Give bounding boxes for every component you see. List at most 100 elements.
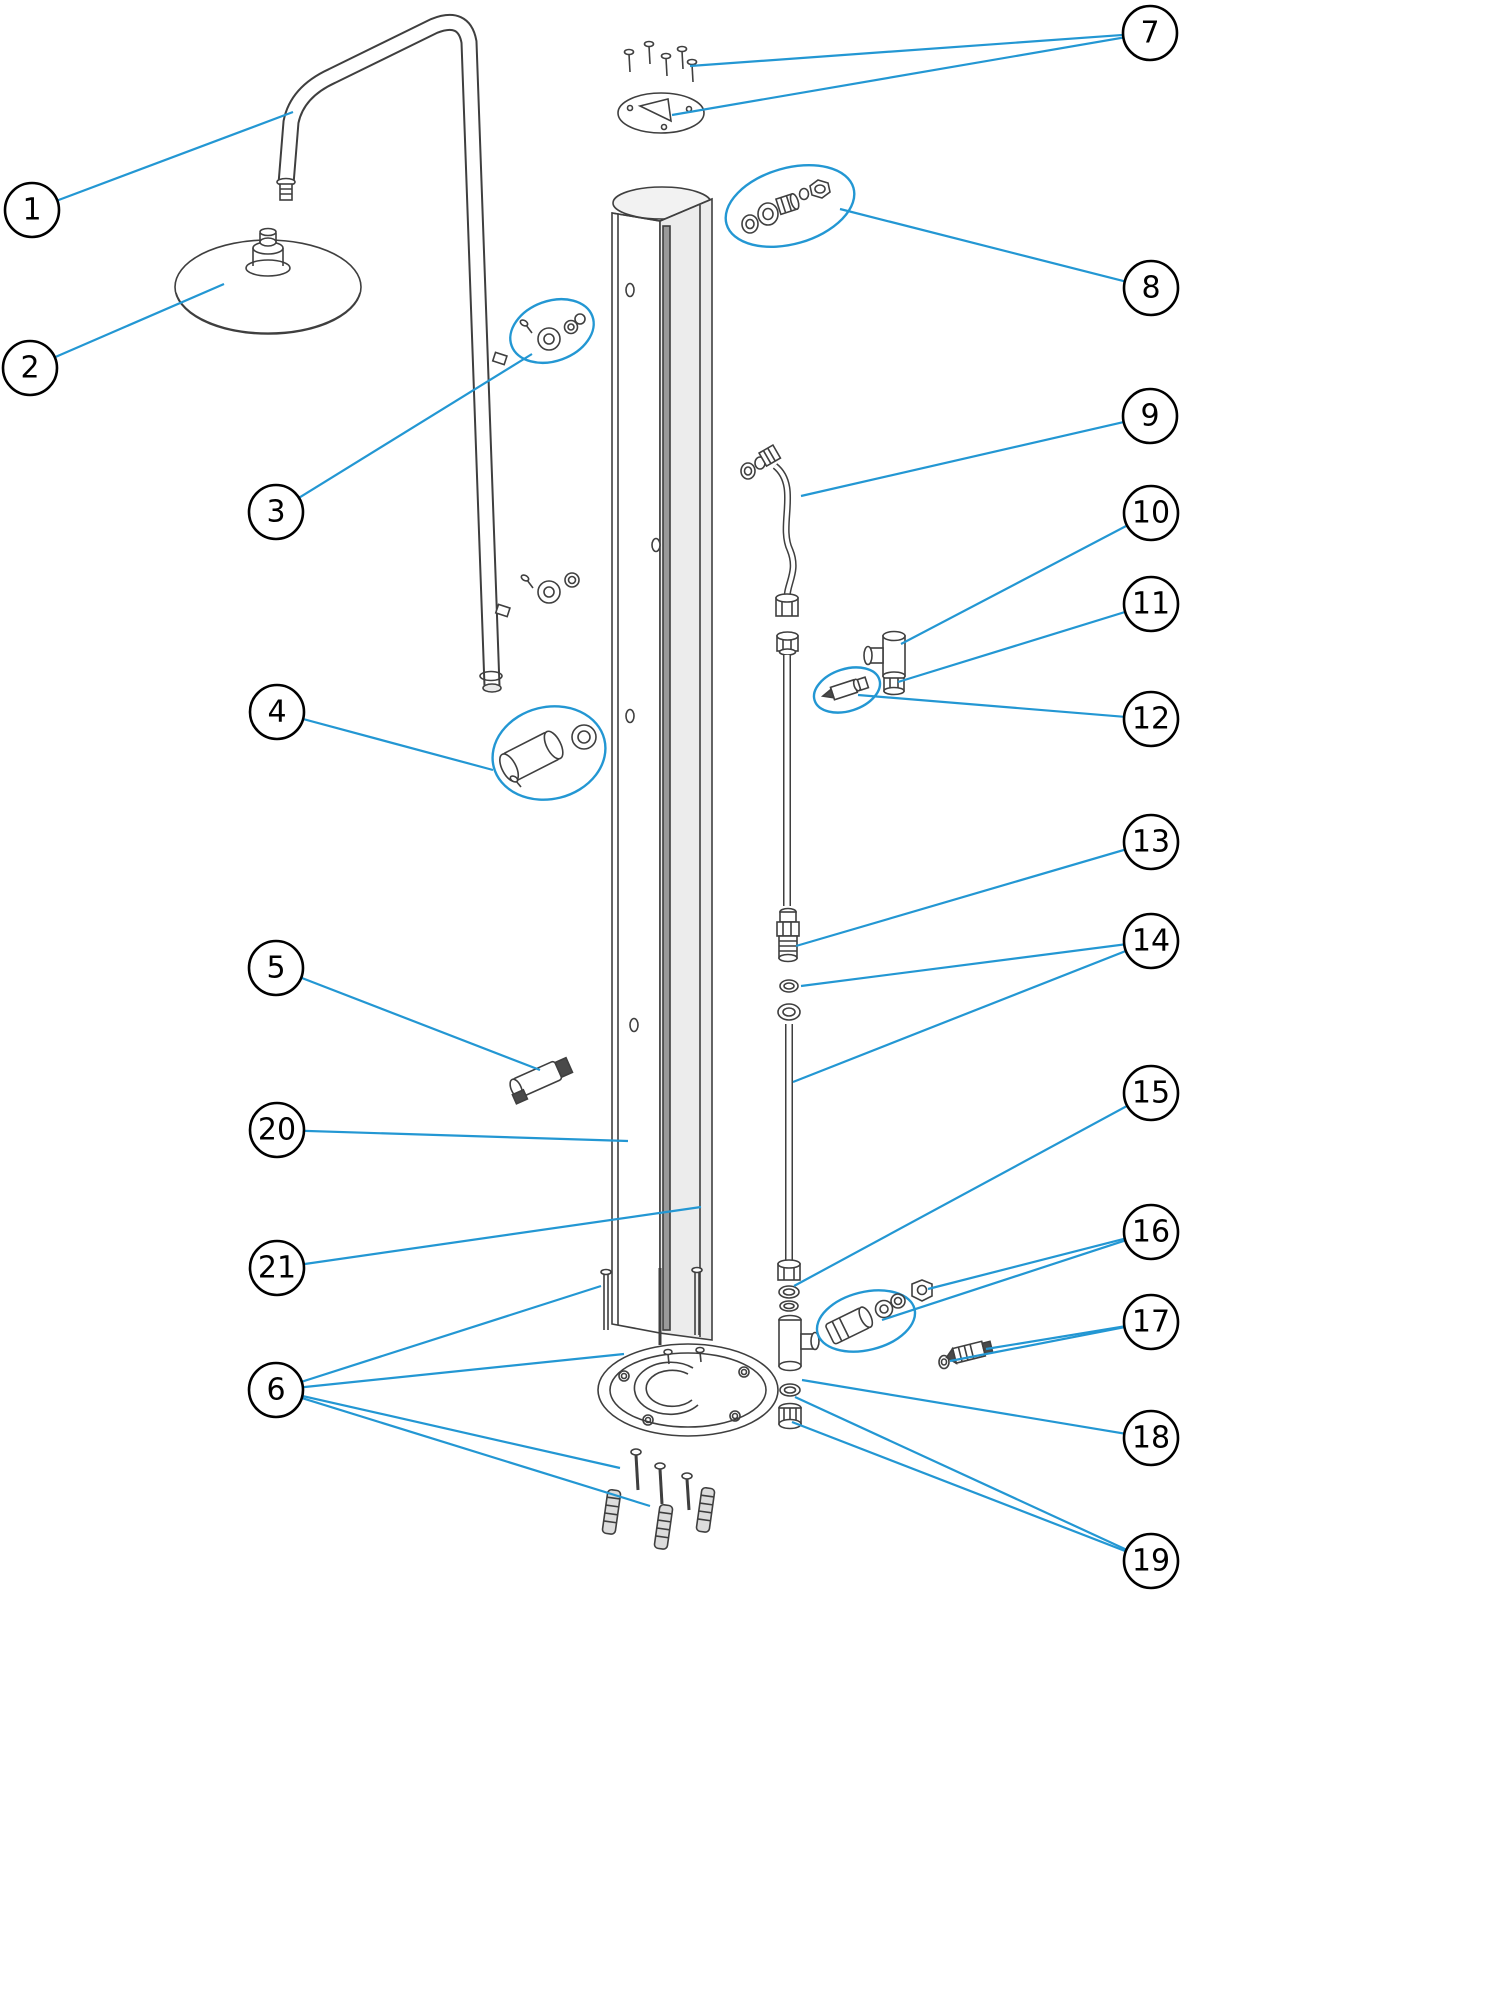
base-plate bbox=[597, 1343, 779, 1437]
valve-group-12 bbox=[812, 666, 882, 714]
tube-assembly bbox=[776, 631, 820, 1430]
callout-label-16: 16 bbox=[1132, 1215, 1170, 1250]
leader-line-8 bbox=[839, 207, 1152, 290]
hose-nut bbox=[775, 593, 799, 617]
callout-17: 17 bbox=[1122, 1293, 1180, 1351]
fitting-mid bbox=[520, 572, 580, 604]
callout-20: 20 bbox=[248, 1101, 306, 1159]
callout-circle-14 bbox=[1122, 912, 1180, 970]
part-18-washer bbox=[779, 1383, 801, 1397]
column-bolts bbox=[600, 1266, 703, 1345]
elbow-body bbox=[778, 1314, 820, 1372]
shower-arm bbox=[276, 14, 511, 693]
callout-14: 14 bbox=[1122, 912, 1180, 970]
leader-line-21 bbox=[276, 1205, 702, 1270]
hose-9 bbox=[740, 443, 799, 617]
callout-label-1: 1 bbox=[22, 193, 41, 228]
leader-line-18 bbox=[801, 1378, 1152, 1440]
leader-line-12 bbox=[857, 693, 1152, 721]
leader-line-1 bbox=[31, 110, 294, 212]
cap-screws bbox=[623, 40, 698, 83]
callout-label-7: 7 bbox=[1140, 16, 1159, 51]
callout-16: 16 bbox=[1122, 1203, 1180, 1261]
callout-10: 10 bbox=[1122, 484, 1180, 542]
leader-line-3 bbox=[275, 353, 533, 513]
callout-circle-16 bbox=[1122, 1203, 1180, 1261]
callout-circle-15 bbox=[1122, 1064, 1180, 1122]
part-5-valve bbox=[509, 1056, 574, 1105]
leader-line-2 bbox=[29, 282, 225, 370]
callout-label-8: 8 bbox=[1141, 271, 1160, 306]
callout-label-12: 12 bbox=[1132, 702, 1170, 737]
leader-line-17-2 bbox=[949, 1320, 1152, 1363]
mounting-screws bbox=[630, 1448, 693, 1511]
callout-11: 11 bbox=[1122, 575, 1180, 633]
leader-line-6-2 bbox=[275, 1352, 625, 1392]
nut-11 bbox=[883, 677, 905, 696]
callout-label-20: 20 bbox=[258, 1113, 296, 1148]
callout-15: 15 bbox=[1122, 1064, 1180, 1122]
callout-circle-1 bbox=[3, 181, 61, 239]
callout-label-14: 14 bbox=[1132, 924, 1170, 959]
callout-9: 9 bbox=[1121, 387, 1179, 445]
callout-circle-4 bbox=[248, 683, 306, 741]
leader-line-19-1 bbox=[794, 1396, 1152, 1562]
leader-line-15 bbox=[793, 1092, 1152, 1287]
parts-artwork bbox=[174, 14, 994, 1550]
leader-line-14-1 bbox=[800, 939, 1152, 988]
leader-line-13 bbox=[795, 840, 1152, 948]
callout-label-13: 13 bbox=[1132, 825, 1170, 860]
callout-label-3: 3 bbox=[266, 495, 285, 530]
callout-circle-18 bbox=[1122, 1409, 1180, 1467]
fitting-group-16 bbox=[815, 1279, 933, 1353]
leader-line-5 bbox=[275, 966, 541, 1072]
callout-circle-11 bbox=[1122, 575, 1180, 633]
callout-2: 2 bbox=[1, 339, 59, 397]
callout-13: 13 bbox=[1122, 813, 1180, 871]
top-cap bbox=[617, 40, 705, 134]
leader-line-11 bbox=[897, 602, 1152, 684]
callout-circle-10 bbox=[1122, 484, 1180, 542]
callout-label-10: 10 bbox=[1132, 496, 1170, 531]
callout-19: 19 bbox=[1122, 1532, 1180, 1590]
callout-circle-21 bbox=[248, 1239, 306, 1297]
leader-line-4 bbox=[276, 710, 494, 772]
leader-line-19-2 bbox=[791, 1420, 1152, 1563]
callout-12: 12 bbox=[1122, 690, 1180, 748]
callout-circle-2 bbox=[1, 339, 59, 397]
callout-label-2: 2 bbox=[20, 351, 39, 386]
callout-21: 21 bbox=[248, 1239, 306, 1297]
callout-3: 3 bbox=[247, 483, 305, 541]
callout-circle-19 bbox=[1122, 1532, 1180, 1590]
leader-lines bbox=[29, 31, 1152, 1563]
column-profile bbox=[600, 186, 713, 1345]
callout-label-18: 18 bbox=[1132, 1421, 1170, 1456]
callout-4: 4 bbox=[248, 683, 306, 741]
callout-label-6: 6 bbox=[266, 1373, 285, 1408]
leader-line-10 bbox=[900, 512, 1152, 645]
leader-line-20 bbox=[276, 1128, 629, 1143]
callout-18: 18 bbox=[1122, 1409, 1180, 1467]
part-14-washer bbox=[779, 979, 799, 993]
callout-circle-12 bbox=[1122, 690, 1180, 748]
part-15-fittings bbox=[777, 1259, 801, 1312]
leader-line-7-1 bbox=[689, 31, 1151, 68]
callout-circle-8 bbox=[1122, 259, 1180, 317]
leader-line-9 bbox=[800, 414, 1151, 498]
shower-head bbox=[174, 227, 362, 335]
callout-label-17: 17 bbox=[1132, 1305, 1170, 1340]
fitting-group-3 bbox=[509, 298, 595, 364]
callout-label-5: 5 bbox=[266, 951, 285, 986]
callout-8: 8 bbox=[1122, 259, 1180, 317]
fitting-group-8 bbox=[724, 163, 856, 249]
callout-circle-6 bbox=[247, 1361, 305, 1419]
leader-line-16-2 bbox=[881, 1230, 1152, 1322]
callout-circle-9 bbox=[1121, 387, 1179, 445]
callout-circle-13 bbox=[1122, 813, 1180, 871]
fitting-group-4 bbox=[491, 705, 607, 801]
part-19-nut bbox=[778, 1402, 802, 1430]
callout-circle-5 bbox=[247, 939, 305, 997]
callout-label-19: 19 bbox=[1132, 1544, 1170, 1579]
